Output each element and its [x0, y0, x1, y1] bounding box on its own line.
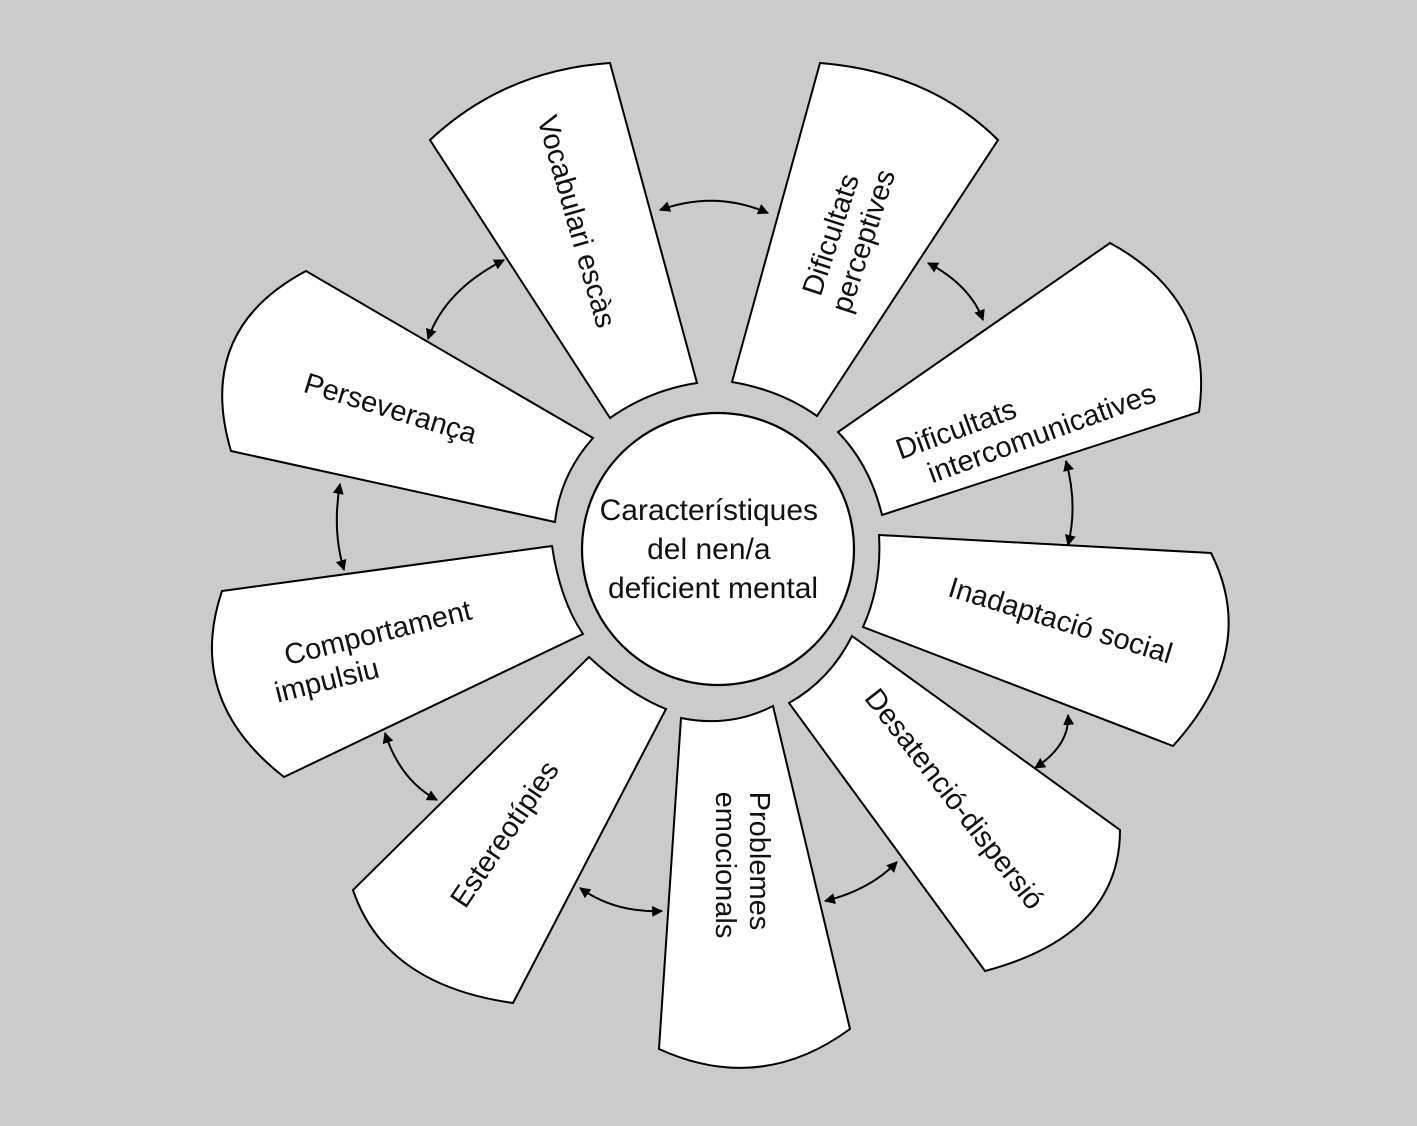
arrow-estereotipies-comportament	[382, 731, 438, 801]
petal-vocabulari: Vocabulari escàs	[428, 61, 699, 420]
petal-shape	[836, 241, 1203, 517]
arrow-inadaptacio-desatencio	[1034, 713, 1075, 769]
petal-comportament: Comportament impulsiu	[211, 544, 585, 779]
hub-circle	[580, 411, 856, 687]
petal-estereotipies: Estereotípies	[351, 655, 668, 1005]
connections	[332, 199, 1076, 917]
petal-emocionals: Problemes emocionals	[657, 704, 852, 1069]
arrow-perseveranca-vocabulari	[426, 259, 505, 341]
center-hub: Característiques del nen/a deficient men…	[580, 411, 856, 687]
petal-shape	[730, 61, 1000, 418]
petal-shape	[428, 61, 699, 420]
arrow-vocabulari-perceptives	[658, 199, 770, 215]
petal-inadaptacio: Inadaptació social	[861, 533, 1230, 748]
arrow-intercomunicatives-inadaptacio	[1063, 459, 1076, 547]
hub-label: Característiques del nen/a deficient men…	[600, 494, 827, 605]
arrow-desatencio-emocionals	[823, 861, 898, 904]
petal-label: Problemes emocionals	[709, 792, 775, 939]
arrow-emocionals-estereotipies	[579, 887, 664, 917]
petal-shape	[787, 634, 1122, 973]
petal-shape	[211, 544, 585, 779]
petal-shape	[351, 655, 668, 1005]
arrow-perceptives-intercomunicatives	[927, 262, 985, 322]
arrow-comportament-perseveranca	[332, 482, 347, 572]
petal-shape	[861, 533, 1230, 748]
petal-perseveranca: Perseverança	[221, 269, 595, 524]
petal-perceptives: Dificultats perceptives	[730, 61, 1000, 418]
petal-shape	[221, 269, 595, 524]
petal-shape	[657, 704, 852, 1069]
